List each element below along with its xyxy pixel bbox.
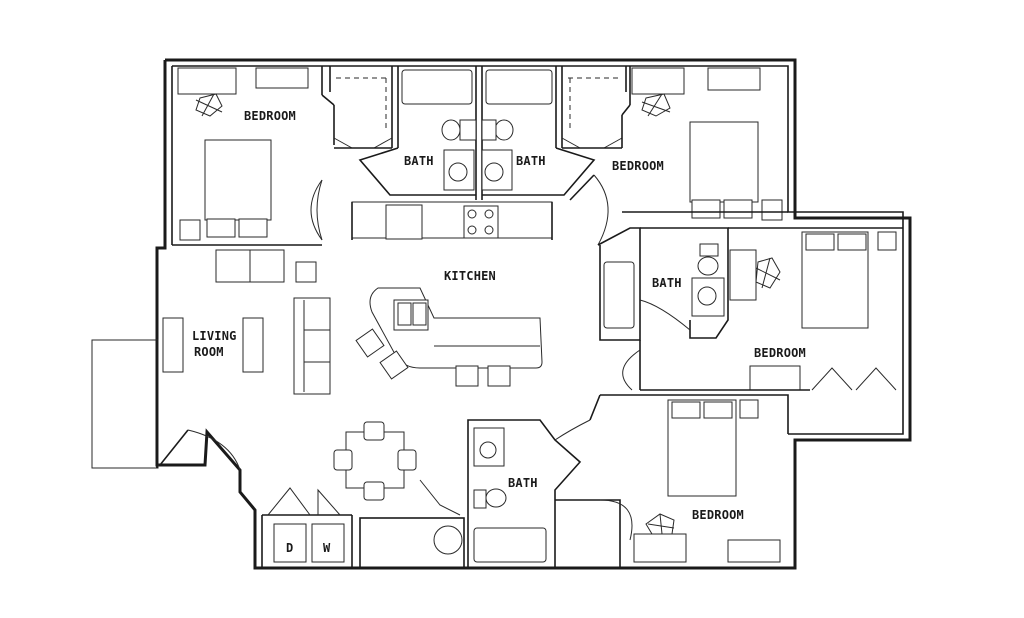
toilet-tank [481, 119, 497, 141]
bar-stool [455, 365, 479, 387]
desk-chair [195, 93, 223, 117]
toilet-tank [459, 119, 477, 141]
label-living-line1: LIVING [192, 329, 237, 343]
living-room-area [156, 249, 331, 471]
pillow [238, 218, 268, 238]
toilet-tank [473, 489, 487, 509]
bath-right [597, 227, 729, 341]
bedroom-bottom-right [554, 394, 789, 568]
pillow [723, 199, 753, 219]
pillow [671, 401, 701, 419]
desk-chair [645, 513, 675, 535]
bar-stool [355, 328, 385, 358]
tv-console [162, 317, 184, 373]
toilet [485, 488, 507, 508]
bathtub [401, 69, 473, 105]
desk-chair [641, 93, 671, 117]
nightstand [739, 399, 759, 419]
washer [311, 523, 345, 563]
bathtub [473, 527, 547, 563]
bath-top-right [481, 66, 596, 200]
dining-chair [363, 421, 385, 441]
kitchen-area [310, 179, 553, 387]
dresser [633, 533, 687, 563]
desk [729, 249, 757, 301]
laundry-closet [261, 479, 465, 569]
bar-stool [487, 365, 511, 387]
bedroom-right [622, 227, 903, 391]
refrigerator [385, 204, 423, 240]
shelf [707, 67, 761, 91]
label-bedroom-right: BEDROOM [754, 346, 806, 360]
label-washer: W [323, 541, 331, 555]
label-bath-top-left: BATH [404, 154, 434, 168]
bedroom-top-left [171, 66, 335, 246]
label-bedroom-top-left: BEDROOM [244, 109, 296, 123]
bathtub [485, 69, 553, 105]
label-bath-right: BATH [652, 276, 682, 290]
bed [689, 121, 759, 203]
nightstand [761, 199, 783, 221]
sink [484, 162, 504, 182]
kitchen-counter [351, 201, 553, 239]
label-bedroom-top-right: BEDROOM [612, 159, 664, 173]
closet-top-left [329, 66, 393, 149]
water-heater [433, 525, 463, 555]
label-bedroom-bottom-right: BEDROOM [692, 508, 744, 522]
side-table [295, 261, 317, 283]
dryer [273, 523, 307, 563]
toilet-tank [699, 243, 719, 257]
pillow [703, 401, 733, 419]
bedroom-top-right [569, 66, 788, 246]
label-dryer: D [286, 541, 293, 555]
patio [91, 339, 159, 469]
dresser [631, 67, 685, 95]
bath-bottom [467, 419, 582, 568]
label-bath-bottom: BATH [508, 476, 538, 490]
sofa [293, 297, 331, 395]
desk-chair [755, 257, 781, 289]
dining-chair [363, 481, 385, 501]
toilet [494, 119, 514, 141]
dresser [749, 365, 801, 391]
shelf [255, 67, 309, 89]
bar-stool [379, 350, 409, 380]
toilet [697, 256, 719, 276]
label-kitchen: KITCHEN [444, 269, 496, 283]
shower-tub [603, 261, 635, 329]
shelf [727, 539, 781, 563]
nightstand [877, 231, 897, 251]
bath-top-left [358, 66, 477, 200]
pillow [691, 199, 721, 219]
dining-chair [397, 449, 417, 471]
label-bath-top-right: BATH [516, 154, 546, 168]
closet-top-right [561, 66, 627, 149]
sink [697, 286, 717, 306]
pillow [837, 233, 867, 251]
bed [204, 139, 272, 221]
dining-chair [333, 449, 353, 471]
sink [479, 441, 497, 459]
exterior-walls [155, 58, 912, 570]
label-living-line2: ROOM [194, 345, 224, 359]
sink [448, 162, 468, 182]
nightstand [179, 219, 201, 241]
toilet [441, 119, 461, 141]
pillow [805, 233, 835, 251]
pillow [206, 218, 236, 238]
coffee-table [242, 317, 264, 373]
dining-area [333, 421, 417, 501]
dresser [177, 67, 237, 95]
